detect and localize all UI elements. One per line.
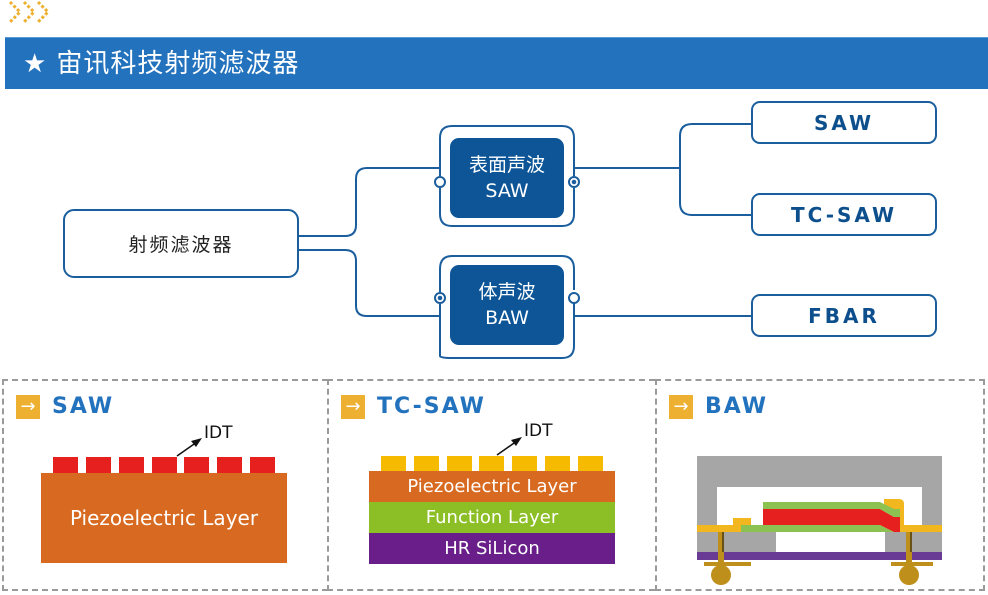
baw-substrate-left <box>697 532 776 552</box>
panel-saw: → SAW IDT Piezoelectric Layer <box>2 379 328 591</box>
chevrons-decoration-icon <box>8 0 51 24</box>
piezoelectric-layer: Piezoelectric Layer <box>369 471 615 502</box>
saw-node-fill <box>450 138 564 218</box>
panel-baw-header: → BAW <box>669 394 768 419</box>
baw-branch-node: 体声波 BAW <box>450 265 564 345</box>
hr-silicon-layer: HR SiLicon <box>369 533 615 564</box>
baw-base-layer <box>697 552 942 560</box>
header-bar: ★ 宙讯科技射频滤波器 <box>5 37 988 89</box>
leaf-box-tcsaw <box>751 193 937 236</box>
tc-saw-structure-diagram <box>381 437 603 471</box>
panel-tc-saw: → TC-SAW IDT Piezoelectric Layer Functio… <box>327 379 655 591</box>
leaf-fbar: FBAR <box>808 303 880 328</box>
baw-vias <box>704 532 933 585</box>
leaf-tc-saw: TC-SAW <box>790 202 898 227</box>
panel-saw-title: SAW <box>52 394 115 419</box>
saw-left-port <box>434 176 446 188</box>
idt-electrodes <box>381 456 603 471</box>
idt-label: IDT <box>524 421 553 441</box>
panel-baw-title: BAW <box>705 394 769 419</box>
arrow-right-icon: → <box>16 394 40 419</box>
piezoelectric-layer: Piezoelectric Layer <box>41 473 287 563</box>
star-icon: ★ <box>23 48 47 79</box>
panel-saw-header: → SAW <box>16 394 114 419</box>
idt-electrodes <box>53 457 275 473</box>
idt-pointer-arrow <box>496 437 522 456</box>
panel-baw: → BAW <box>655 379 985 591</box>
baw-bottom-green <box>741 525 894 532</box>
leaf-saw: SAW <box>813 110 875 135</box>
baw-right-port <box>568 292 580 304</box>
arrow-right-icon: → <box>669 394 693 419</box>
root-node-label: 射频滤波器 <box>128 234 234 256</box>
root-node-box <box>63 209 299 278</box>
saw-node-frame <box>439 125 575 168</box>
baw-cap <box>697 456 942 546</box>
function-layer: Function Layer <box>369 502 615 533</box>
baw-branch-cn: 体声波 <box>478 281 536 303</box>
baw-piezo-red <box>763 509 900 532</box>
connector-root-to-saw <box>298 167 440 237</box>
page-title: 宙讯科技射频滤波器 <box>56 48 300 79</box>
panel-tc-saw-title: TC-SAW <box>377 394 486 419</box>
connector-root-to-baw <box>298 249 440 317</box>
saw-branch-cn: 表面声波 <box>468 154 545 176</box>
saw-structure-diagram <box>53 438 275 473</box>
idt-label: IDT <box>204 423 233 443</box>
panel-tc-saw-header: → TC-SAW <box>341 394 486 419</box>
baw-node-frame <box>439 300 575 359</box>
idt-pointer-arrow <box>176 438 202 457</box>
baw-structure-diagram <box>697 456 942 585</box>
leaf-box-saw <box>751 101 937 144</box>
baw-right-electrode <box>884 499 942 532</box>
arrow-right-icon: → <box>341 394 365 419</box>
baw-substrate-right <box>885 532 942 552</box>
saw-branch-en: SAW <box>485 180 529 202</box>
baw-branch-en: BAW <box>485 307 529 329</box>
filter-classification-tree <box>63 101 937 359</box>
baw-left-electrode <box>697 518 751 532</box>
leaf-box-fbar <box>751 294 937 337</box>
baw-node-fill <box>450 265 564 345</box>
baw-top-green <box>763 502 900 517</box>
saw-branch-node: 表面声波 SAW <box>450 138 564 218</box>
